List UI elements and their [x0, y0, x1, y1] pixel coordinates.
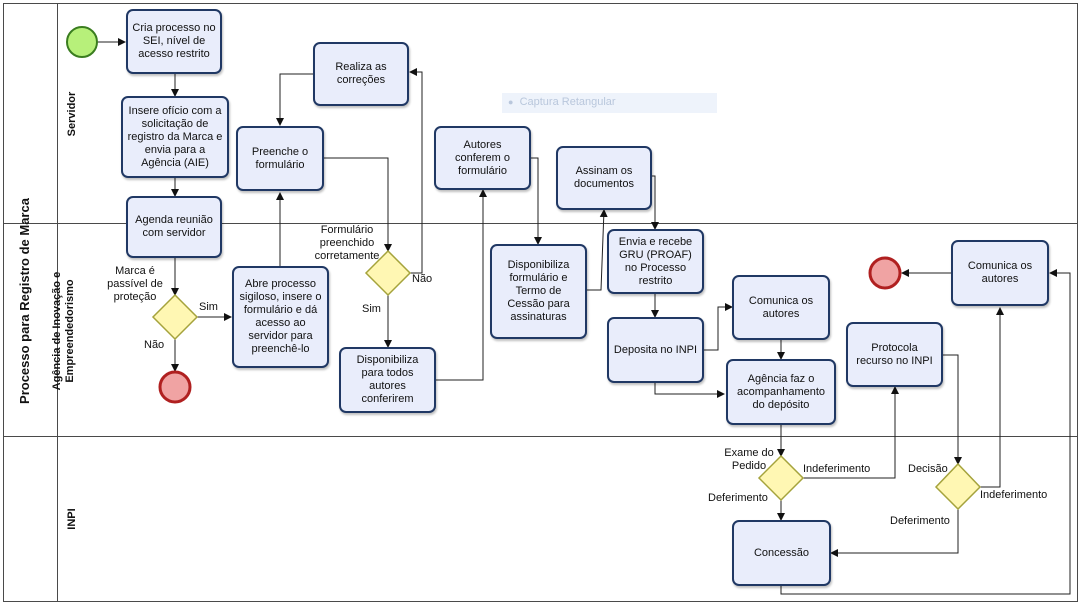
label-formulario-question-text: Formulário preenchido corretamente [314, 224, 380, 262]
gateway-exame [757, 454, 805, 502]
pool-frame [3, 3, 1078, 602]
end-event-final [868, 256, 902, 290]
pool-title-divider [57, 3, 58, 601]
lane-divider-servidor-agencia [3, 223, 1077, 224]
flow-gw4-to-comunica2 [980, 307, 1004, 488]
label-deferimento-1: Deferimento [708, 492, 768, 504]
task-comunica-autores-2: Comunica os autores [951, 240, 1049, 306]
task-cria-processo: Cria processo no SEI, nível de acesso re… [126, 9, 222, 74]
flow-protocola-to-gw4 [943, 354, 962, 465]
gateway-marca [151, 293, 199, 341]
label-formulario-question: Formulário preenchido corretamente [307, 224, 387, 263]
label-nao-1: Não [144, 339, 165, 351]
label-indeferimento-1: Indeferimento [803, 463, 871, 475]
task-assinam-documentos: Assinam os documentos [556, 146, 652, 210]
flow-autores-to-termo [531, 157, 542, 245]
label-marca-question: Marca é passível de proteção [104, 265, 166, 304]
flow-gw4-to-concessao [830, 509, 959, 557]
flow-assinam-to-envia [651, 175, 659, 230]
flow-gw3-to-protocola [803, 386, 899, 479]
task-comunica-autores-1: Comunica os autores [732, 275, 830, 340]
flow-preenche-to-gw2 [324, 157, 392, 252]
label-nao-2: Não [412, 273, 433, 285]
task-realiza-correcoes: Realiza as correções [313, 42, 409, 106]
flow-realiza-to-preenche [276, 73, 313, 126]
flow-concessao-to-comunica2 [780, 269, 1071, 595]
task-autores-conferem: Autores conferem o formulário [434, 126, 531, 190]
label-exame-question: Exame do Pedido [721, 447, 777, 473]
gateway-decisao [934, 462, 982, 511]
flow-deposita-to-acomp [654, 383, 725, 398]
capture-overlay: ● Captura Retangular [502, 93, 717, 113]
task-concessao: Concessão [732, 520, 831, 586]
task-agenda-reuniao: Agenda reunião com servidor [126, 196, 222, 258]
lane-divider-agencia-inpi [3, 436, 1077, 437]
gateway-formulario [364, 249, 412, 297]
task-abre-processo: Abre processo sigiloso, insere o formulá… [232, 266, 329, 368]
flow-disp-to-autores [436, 189, 487, 381]
flow-termo-to-assinam [587, 209, 608, 291]
flow-gw2-to-realiza [409, 68, 423, 274]
label-sim-1: Sim [199, 301, 218, 313]
task-envia-gru: Envia e recebe GRU (PROAF) no Processo r… [607, 229, 704, 294]
capture-overlay-text: Captura Retangular [519, 96, 616, 108]
task-insere-oficio: Insere ofício com a solicitação de regis… [121, 96, 229, 178]
task-deposita-inpi: Deposita no INPI [607, 317, 704, 383]
capture-bullet-icon: ● [508, 97, 514, 107]
task-disponibiliza-autores: Disponibiliza para todos autores conferi… [339, 347, 436, 413]
task-protocola-recurso: Protocola recurso no INPI [846, 322, 943, 387]
label-sim-2: Sim [362, 303, 381, 315]
task-disponibiliza-termo: Disponibiliza formulário e Termo de Cess… [490, 244, 587, 339]
label-decisao-question: Decisão [908, 463, 948, 475]
flow-deposita-to-comunica1 [704, 303, 733, 351]
end-event-nao-protecao [158, 370, 192, 404]
task-preenche-formulario: Preenche o formulário [236, 126, 324, 191]
label-indeferimento-2: Indeferimento [980, 489, 1048, 501]
start-event [66, 26, 98, 58]
label-marca-question-text: Marca é passível de proteção [107, 265, 163, 303]
label-exame-question-text: Exame do Pedido [724, 447, 774, 472]
label-deferimento-2: Deferimento [890, 515, 950, 527]
task-acompanhamento: Agência faz o acompanhamento do depósito [726, 359, 836, 425]
